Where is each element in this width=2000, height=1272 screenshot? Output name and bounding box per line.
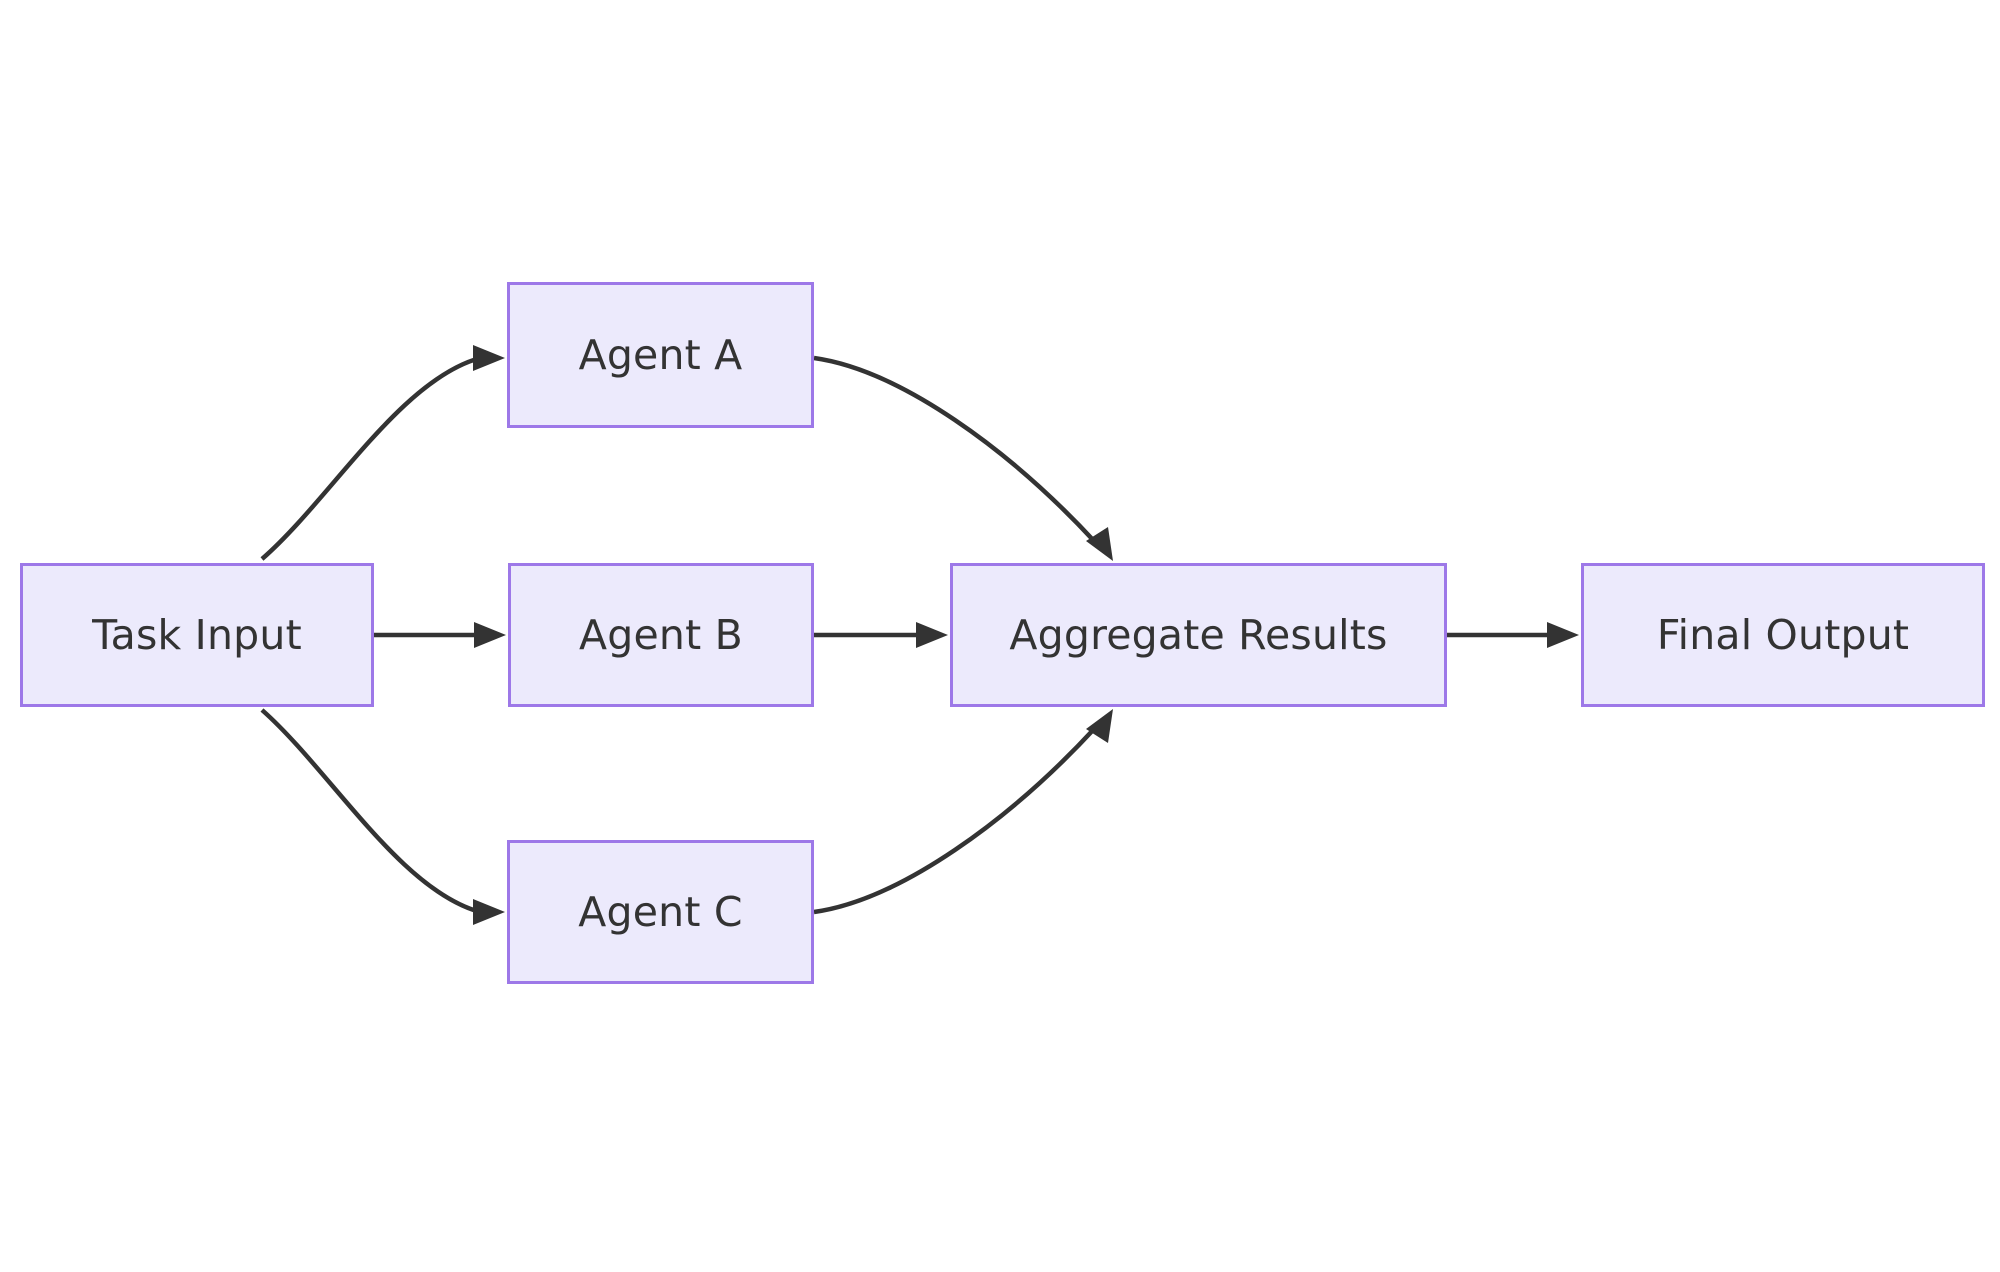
- node-final-output-label: Final Output: [1656, 610, 1910, 659]
- node-task-input[interactable]: Task Input: [20, 563, 374, 707]
- node-agent-c-label: Agent C: [578, 887, 743, 936]
- node-task-input-label: Task Input: [92, 610, 302, 659]
- node-agent-a-label: Agent A: [578, 330, 743, 379]
- node-aggregate-results[interactable]: Aggregate Results: [950, 563, 1447, 707]
- arrowhead-task-input-agent-c: [473, 899, 505, 925]
- node-aggregate-results-label: Aggregate Results: [1009, 610, 1388, 659]
- node-agent-b[interactable]: Agent B: [508, 563, 814, 707]
- edge-agent-a-aggregate-results: [813, 355, 1113, 561]
- arrowhead-task-input-agent-a: [473, 345, 505, 371]
- edge-agent-c-aggregate-results: [813, 709, 1113, 915]
- node-agent-a[interactable]: Agent A: [507, 282, 814, 428]
- edge-task-input-agent-b: [374, 622, 506, 648]
- arrowhead-agent-b-aggregate-results: [916, 622, 948, 648]
- arrowhead-task-input-agent-b: [474, 622, 506, 648]
- node-agent-b-label: Agent B: [579, 610, 743, 659]
- edge-task-input-agent-a: [260, 345, 505, 561]
- edge-aggregate-results-final-output: [1447, 622, 1579, 648]
- node-agent-c[interactable]: Agent C: [507, 840, 814, 984]
- node-final-output[interactable]: Final Output: [1581, 563, 1985, 707]
- arrowhead-agent-a-aggregate-results: [1086, 527, 1113, 561]
- edge-task-input-agent-c: [260, 708, 505, 925]
- arrowhead-aggregate-results-final-output: [1547, 622, 1579, 648]
- edge-agent-b-aggregate-results: [814, 622, 948, 648]
- arrowhead-agent-c-aggregate-results: [1086, 709, 1113, 743]
